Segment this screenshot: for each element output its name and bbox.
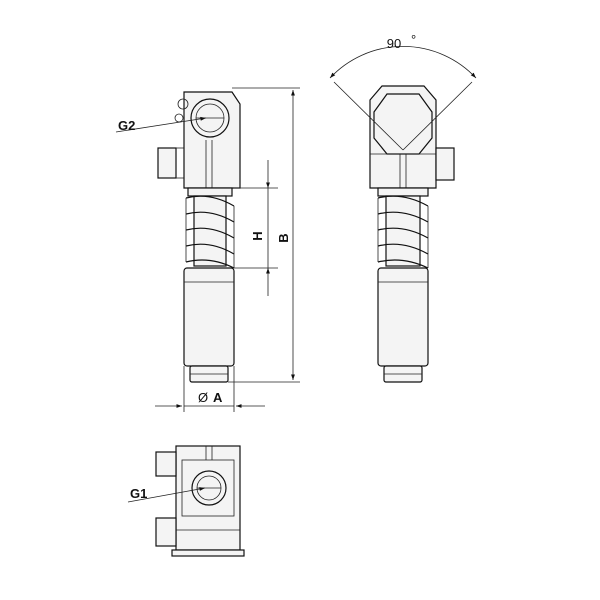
g2-callout: G2	[115, 116, 207, 133]
side-spring	[377, 195, 429, 269]
side-plunger	[377, 267, 429, 367]
h-label: H	[250, 231, 265, 240]
g1-callout: G1	[127, 486, 206, 503]
angle-dimension: 90 °	[329, 32, 477, 151]
front-boss-top	[177, 98, 189, 110]
top-port-lower	[155, 517, 177, 547]
top-flange	[171, 549, 245, 557]
g1-label: G1	[130, 486, 147, 501]
dimension-b: B	[228, 87, 300, 383]
dia-symbol: Ø	[198, 390, 208, 405]
side-port	[435, 147, 455, 181]
g1-port-outer	[191, 470, 227, 506]
front-spring	[185, 195, 235, 269]
g2-label: G2	[118, 118, 135, 133]
side-neck	[377, 187, 429, 197]
side-view: 90 °	[329, 32, 477, 383]
a-label: A	[213, 390, 223, 405]
top-inner-frame	[181, 459, 235, 517]
angle-degree: °	[411, 32, 416, 47]
front-neck	[187, 187, 233, 197]
b-label: B	[276, 233, 291, 242]
front-side-port	[157, 147, 177, 179]
side-spring-core	[385, 195, 421, 267]
top-body	[175, 445, 241, 551]
front-spring-core	[193, 195, 227, 267]
front-view	[157, 91, 241, 383]
top-view	[155, 445, 245, 557]
top-port-upper	[155, 451, 177, 477]
g2-port-outer	[190, 98, 230, 138]
front-plunger	[183, 267, 235, 367]
dimension-h: H	[234, 160, 278, 296]
dimension-a: Ø A	[155, 366, 265, 412]
side-head-block	[369, 85, 437, 189]
angle-value: 90	[387, 36, 401, 51]
front-boss-bottom	[174, 113, 184, 123]
